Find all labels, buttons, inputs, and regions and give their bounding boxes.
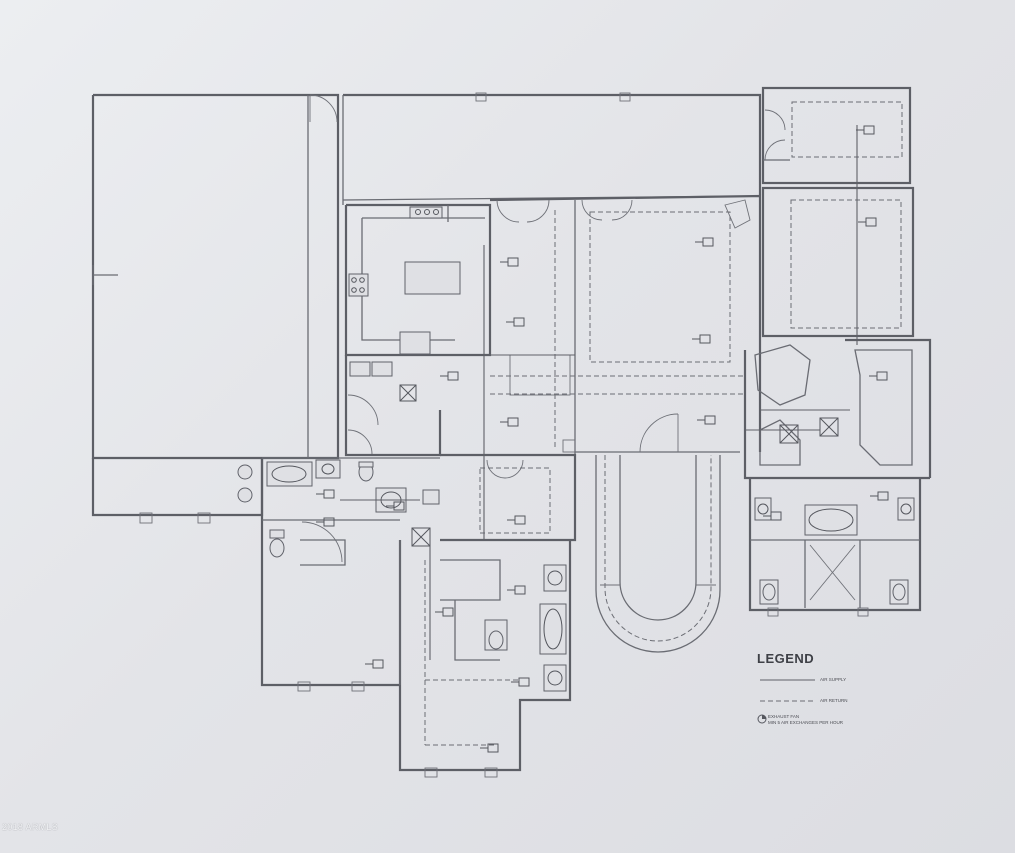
legend-symbols — [757, 679, 815, 724]
hvac-supply-lines — [340, 245, 850, 660]
left-bedroom-wing — [237, 457, 440, 692]
legend-supply-label: AIR SUPPLY — [820, 677, 847, 682]
master-suite — [743, 338, 932, 617]
legend-fan-label-1: EXHAUST FAN — [768, 714, 800, 719]
great-room — [489, 194, 762, 455]
legend-fan-label-2: MIN 5 AIR EXCHANGES PER HOUR — [768, 720, 844, 725]
kitchen — [344, 203, 492, 357]
garage — [91, 93, 340, 524]
supply-registers — [316, 125, 889, 753]
laundry — [344, 354, 571, 457]
legend-return-label: AIR RETURN — [820, 698, 848, 703]
watermark: 2018 ARMLS — [2, 822, 59, 832]
entry-courtyard — [595, 455, 721, 653]
covered-patio — [342, 92, 762, 205]
center-hall — [440, 439, 577, 542]
legend-title: LEGEND — [757, 651, 815, 666]
bedroom-upper-right — [761, 86, 915, 345]
south-bedroom-wing — [398, 489, 572, 778]
